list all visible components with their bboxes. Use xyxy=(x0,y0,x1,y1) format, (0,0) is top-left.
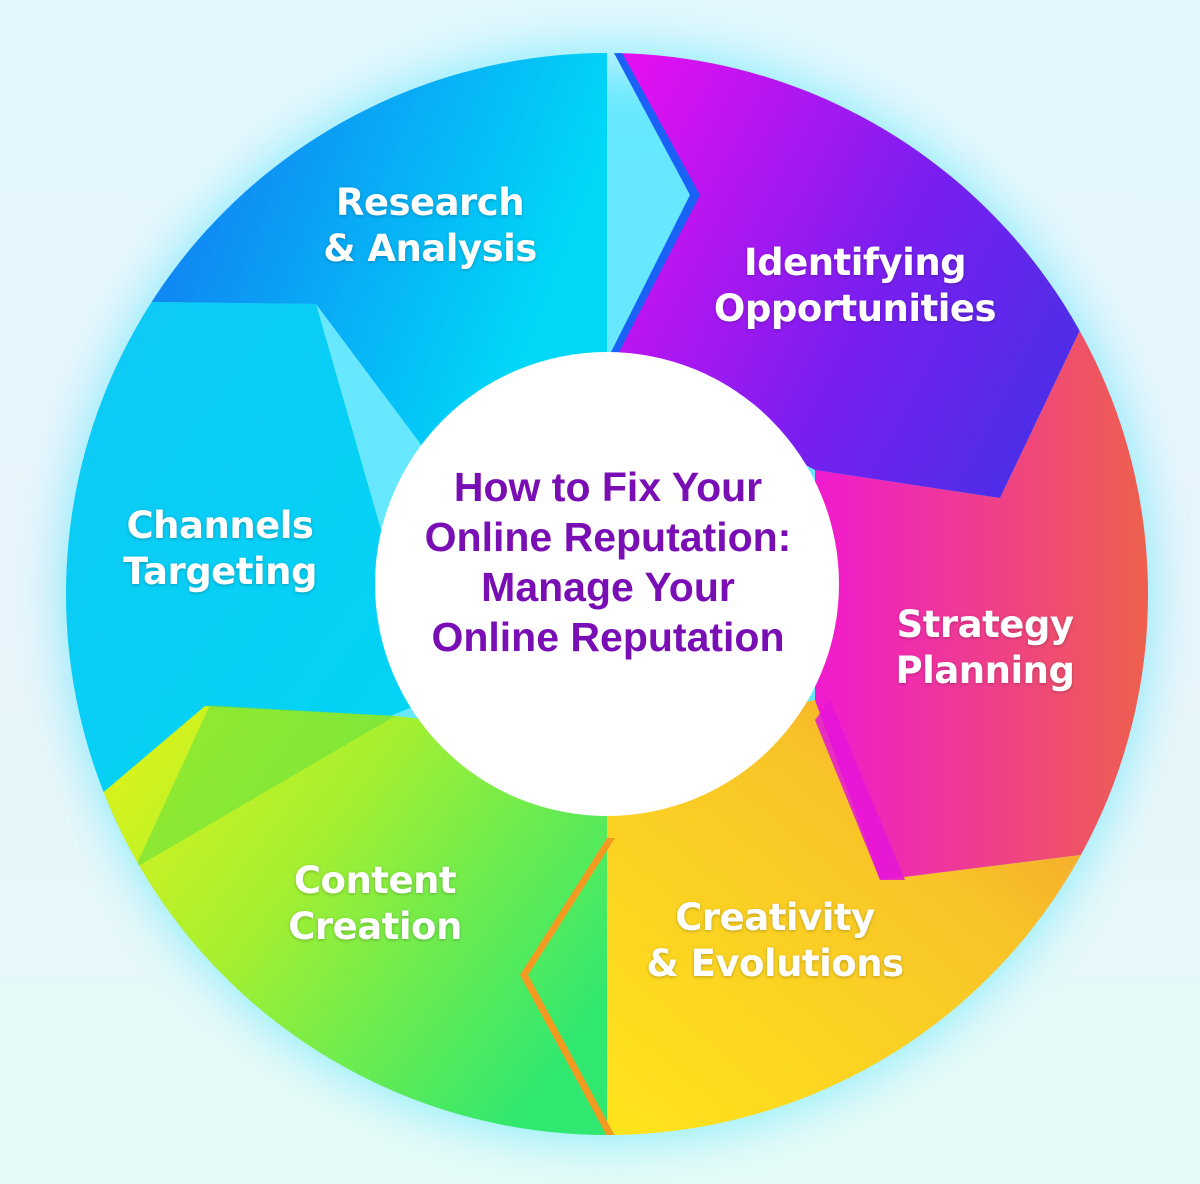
label-research: Research & Analysis xyxy=(300,180,560,272)
label-strategy-line1: Strategy xyxy=(896,603,1074,646)
label-strategy-line2: Planning xyxy=(895,649,1075,692)
label-content-line2: Creation xyxy=(288,905,462,948)
label-channels: Channels Targeting xyxy=(90,503,350,595)
label-identifying-line1: Identifying xyxy=(743,241,967,284)
center-title-line2: Online Reputation: xyxy=(424,514,792,560)
label-creativity-line2: & Evolutions xyxy=(646,942,904,985)
label-strategy: Strategy Planning xyxy=(860,602,1110,694)
label-creativity: Creativity & Evolutions xyxy=(620,895,930,987)
center-title-line4: Online Reputation xyxy=(431,614,785,660)
center-title-line1: How to Fix Your xyxy=(453,464,763,510)
center-title-line3: Manage Your xyxy=(481,564,735,610)
label-channels-line1: Channels xyxy=(126,504,314,547)
label-content-line1: Content xyxy=(293,859,457,902)
label-creativity-line1: Creativity xyxy=(675,896,875,939)
label-research-line1: Research xyxy=(335,181,525,224)
label-content: Content Creation xyxy=(250,858,500,950)
center-circle xyxy=(375,352,839,816)
segment-strategy xyxy=(815,330,1148,880)
label-channels-line2: Targeting xyxy=(123,550,317,593)
center-title: How to Fix Your Online Reputation: Manag… xyxy=(378,462,838,662)
label-identifying: Identifying Opportunities xyxy=(680,240,1030,332)
label-identifying-line2: Opportunities xyxy=(713,287,997,330)
label-research-line2: & Analysis xyxy=(323,227,537,270)
